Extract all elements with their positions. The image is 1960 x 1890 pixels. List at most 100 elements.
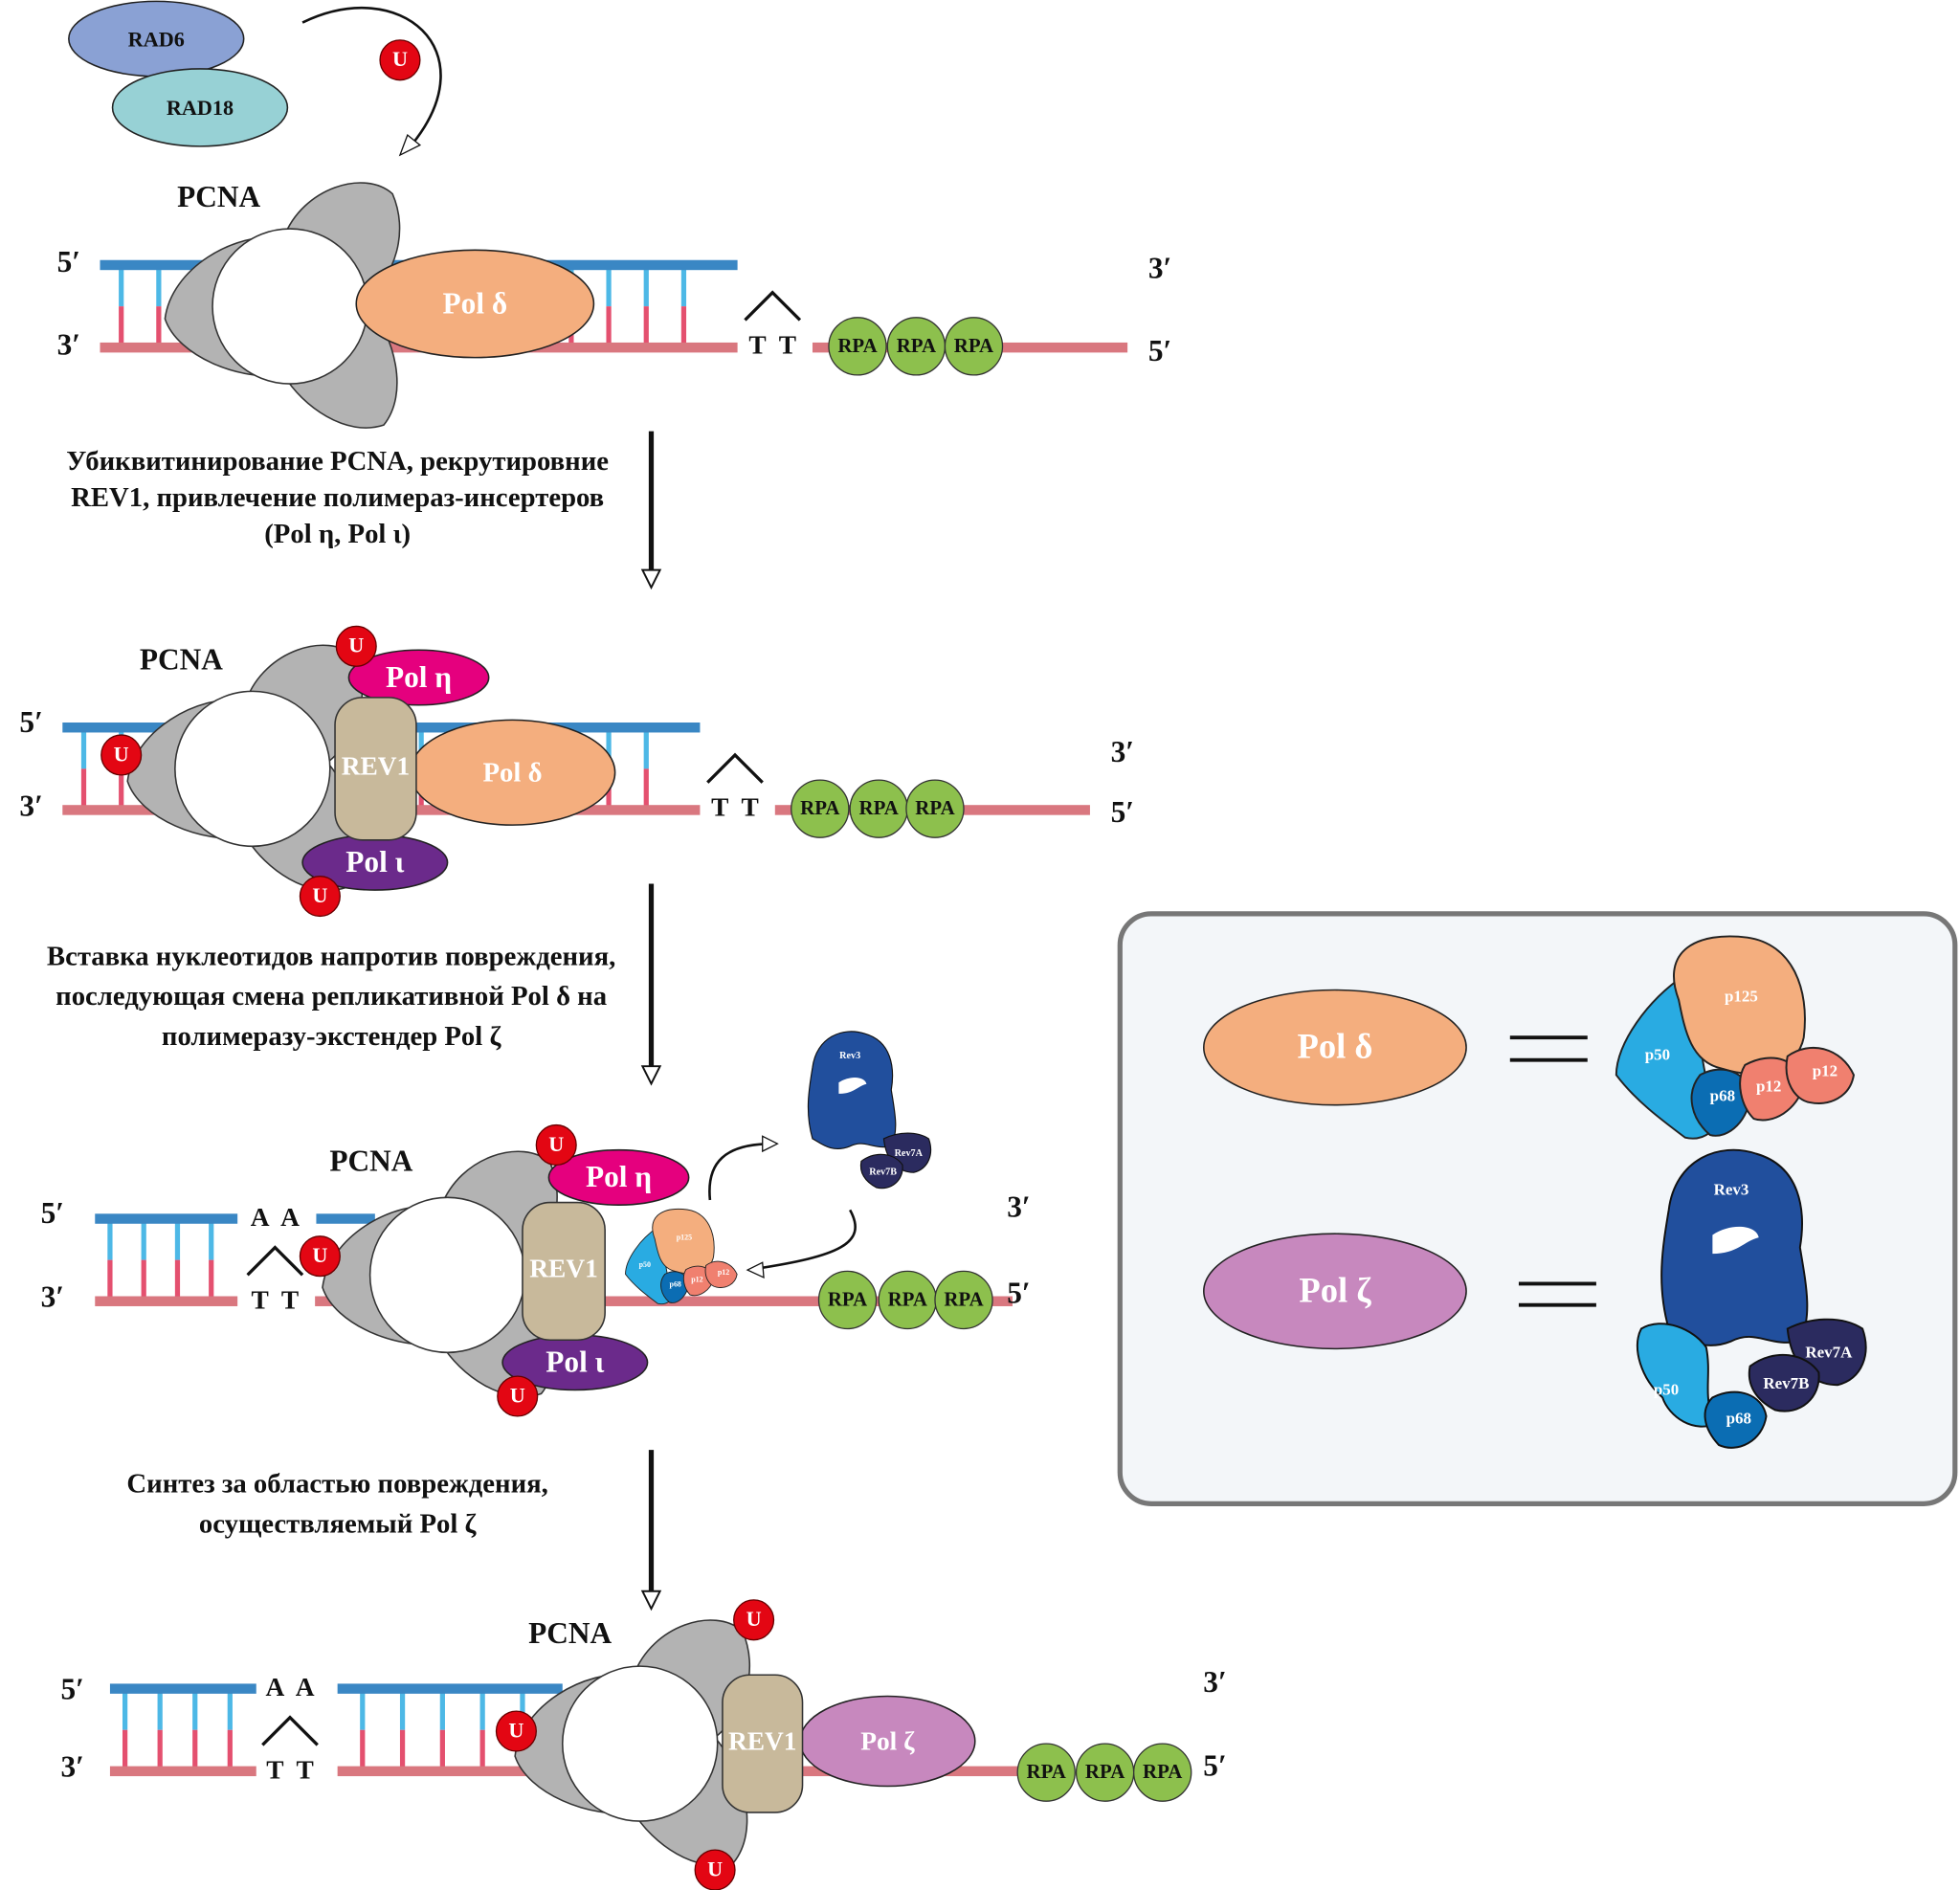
adenine-label: A — [280, 1203, 300, 1232]
pol-delta-label: Pol δ — [443, 286, 508, 320]
p68-subunit — [1690, 1068, 1751, 1137]
rpa-label: RPA — [837, 334, 877, 357]
rpa-label: RPA — [944, 1288, 983, 1311]
dsdna-left — [95, 1213, 238, 1306]
pol-zeta: Pol ζ — [799, 1695, 976, 1788]
rev1: REV1 — [522, 1201, 606, 1342]
legend-pol-zeta: Pol ζ — [1203, 1233, 1467, 1350]
pol-iota-label: Pol ι — [546, 1345, 604, 1379]
rev3-pocket — [1712, 1226, 1759, 1255]
thymine-label: T — [297, 1755, 314, 1784]
p125-label: p125 — [1725, 987, 1758, 1005]
process-arrow — [640, 883, 662, 1086]
dimer-bond — [261, 1715, 319, 1746]
pol-eta-label: Pol η — [586, 1160, 652, 1193]
p68-subunit — [1704, 1390, 1768, 1449]
pcna-clamp — [322, 1150, 558, 1398]
equals-sign — [1509, 1035, 1588, 1062]
rpa: RPA — [817, 1270, 878, 1330]
thymine-label: T — [281, 1285, 299, 1314]
rpa-label: RPA — [828, 1288, 867, 1311]
three-prime-label: 3′ — [1203, 1665, 1226, 1699]
thymine-label: T — [711, 793, 728, 822]
rev1-label: REV1 — [529, 1255, 598, 1283]
ubiquitin-label: U — [114, 742, 129, 766]
step-caption-line: осуществляемый Pol ζ — [199, 1508, 478, 1539]
pol-iota: Pol ι — [301, 834, 449, 891]
pol-eta: Pol η — [547, 1148, 690, 1206]
ubiquitin: U — [733, 1599, 775, 1641]
ubiquitin-label: U — [548, 1132, 564, 1156]
five-prime-label: 5′ — [19, 705, 42, 739]
pol-iota-label: Pol ι — [345, 845, 404, 878]
thymine-label: T — [266, 1755, 283, 1784]
pcna-label: PCNA — [329, 1144, 412, 1177]
exchange-arrow — [756, 1209, 857, 1271]
five-prime-label: 5′ — [1148, 334, 1171, 367]
pol-delta: Pol δ — [409, 719, 616, 826]
p125-subunit — [1673, 935, 1806, 1075]
ubiquitin: U — [335, 625, 377, 667]
p68-subunit — [660, 1271, 689, 1303]
equals-sign — [1518, 1281, 1596, 1307]
legend-pol-delta: Pol δ — [1203, 989, 1467, 1106]
thymine-label: T — [748, 330, 766, 359]
ubiquitin-label: U — [348, 634, 364, 657]
pol-eta-label: Pol η — [386, 660, 452, 694]
rpa: RPA — [828, 317, 887, 376]
rev3-pocket — [838, 1078, 867, 1094]
ubiquitin: U — [299, 1235, 341, 1278]
step-caption-line: Убиквитинирование PCNA, рекрутировние — [66, 446, 609, 477]
rev7b-subunit — [1748, 1353, 1820, 1412]
ubiquitin-label: U — [510, 1383, 525, 1407]
process-arrow — [640, 431, 662, 590]
rpa: RPA — [878, 1270, 937, 1330]
p68-label: p68 — [1726, 1410, 1751, 1428]
rev7a-label: Rev7A — [1805, 1343, 1853, 1361]
three-prime-label: 3′ — [61, 1750, 84, 1784]
p125-label: p125 — [677, 1233, 692, 1241]
pcna-label: PCNA — [528, 1616, 612, 1650]
ubiquitin: U — [497, 1375, 539, 1417]
step-caption-line: полимеразу-экстендер Pol ζ — [162, 1021, 502, 1052]
bottom-strand — [109, 1766, 256, 1777]
rpa-cluster: RPA RPA RPA — [817, 1270, 993, 1330]
arrow-head — [762, 1135, 779, 1153]
pol-delta-label: Pol δ — [483, 757, 543, 788]
ubiquitin: U — [379, 39, 421, 81]
rev7b-label: Rev7B — [869, 1167, 897, 1178]
recruitment-arrow — [301, 6, 442, 145]
rad6-label: RAD6 — [128, 27, 185, 51]
p50-label: p50 — [1654, 1381, 1679, 1399]
step-caption-line: Синтез за областью повреждения, — [126, 1469, 547, 1500]
dsdna-left — [109, 1683, 256, 1777]
arrow-head — [746, 1261, 765, 1279]
bottom-strand — [95, 1296, 238, 1306]
rpa-label: RPA — [1027, 1760, 1066, 1783]
rpa-label: RPA — [1085, 1760, 1125, 1783]
rev3-label: Rev3 — [839, 1051, 860, 1061]
rpa: RPA — [905, 779, 965, 838]
rev1-label: REV1 — [728, 1726, 797, 1755]
five-prime-label: 5′ — [1007, 1277, 1030, 1310]
rpa: RPA — [934, 1270, 993, 1330]
three-prime-label: 3′ — [41, 1280, 64, 1314]
rpa-label: RPA — [897, 334, 936, 357]
rpa: RPA — [1016, 1743, 1076, 1802]
p50-label: p50 — [639, 1260, 651, 1269]
three-prime-label: 3′ — [1148, 252, 1171, 285]
top-strand — [109, 1683, 256, 1694]
ubiquitin-label: U — [392, 47, 408, 71]
bottom-strand — [337, 1766, 563, 1777]
